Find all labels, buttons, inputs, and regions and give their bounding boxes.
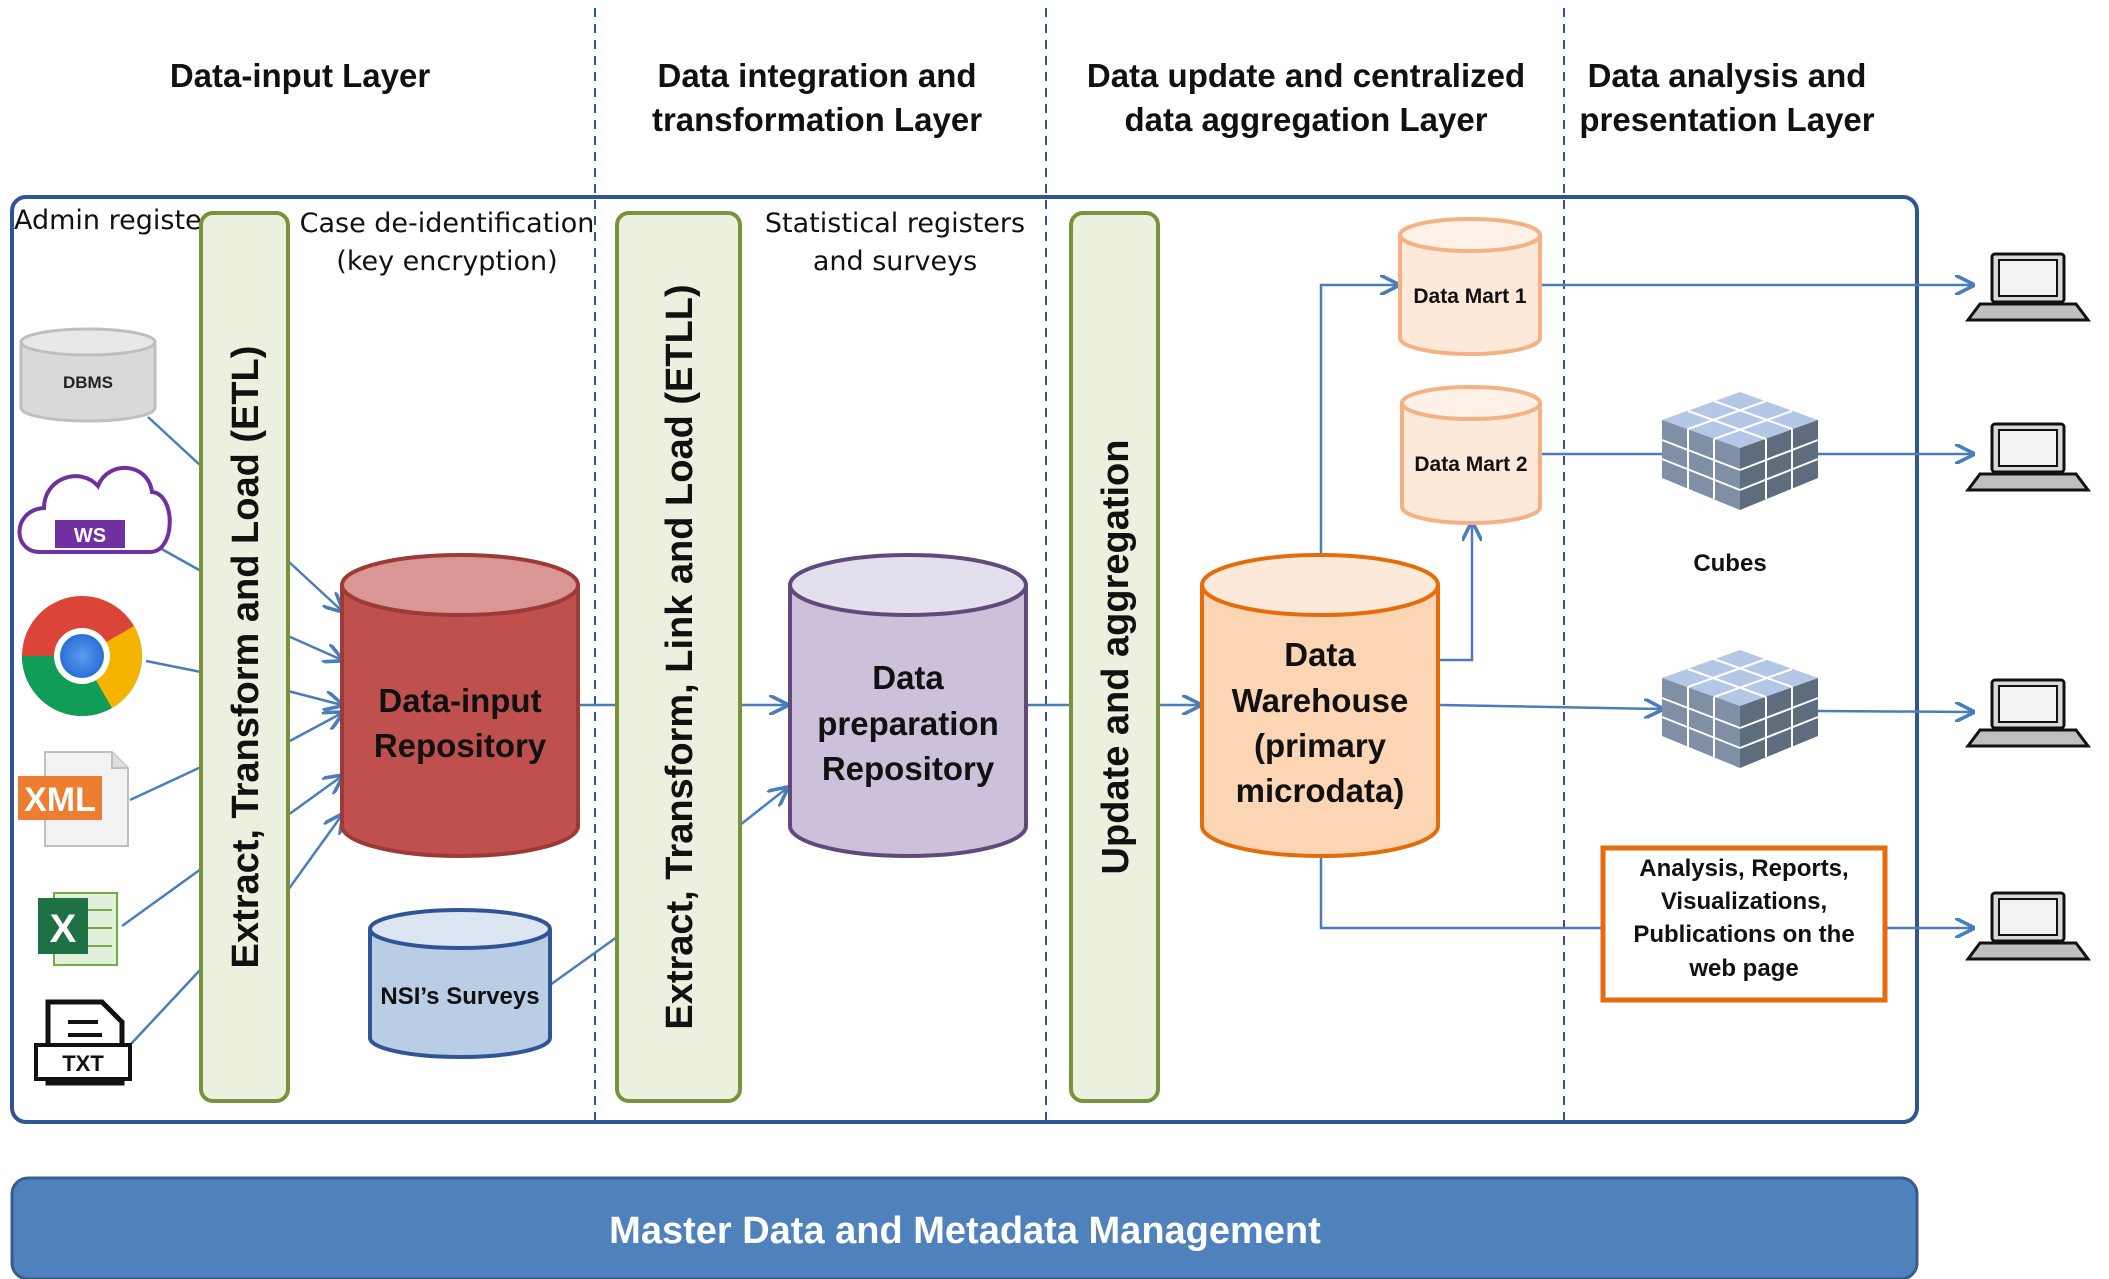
cube2-to-laptop-arrow — [1817, 711, 1973, 712]
data-preparation-repository: Data preparation Repository — [788, 553, 1028, 858]
input-repo-label-1: Data-input — [378, 682, 541, 719]
analysis-label-2: Visualizations, — [1661, 888, 1827, 915]
xml-file-icon: XML — [18, 751, 129, 847]
warehouse-label-1: Data — [1284, 636, 1356, 673]
cubes-label: Cubes — [1693, 550, 1766, 577]
dbms-icon: DBMS — [19, 327, 157, 423]
update-bar-label: Update and aggregation — [1095, 440, 1137, 875]
excel-file-icon: X — [38, 892, 118, 966]
nsi-to-etll-connector — [549, 935, 618, 987]
laptop-icon-4 — [1965, 891, 2091, 961]
statistical-registers-label-1: Statistical registers — [765, 208, 1025, 239]
master-data-banner: Master Data and Metadata Management — [10, 1176, 1919, 1279]
update-bar: Update and aggregation — [1069, 211, 1160, 1103]
source-connectors — [121, 416, 202, 1046]
etl-bar-label: Extract, Transform and Load (ETL) — [225, 346, 267, 969]
data-input-repository: Data-input Repository — [340, 553, 580, 858]
chrome-browser-icon — [21, 596, 143, 717]
analysis-label-4: web page — [1688, 955, 1798, 982]
olap-cube-icon-1 — [1661, 392, 1819, 510]
main-frame — [10, 195, 1919, 1124]
ws-label: WS — [74, 525, 106, 547]
admin-registers-label: Admin registers — [14, 205, 227, 236]
olap-cube-icon-2 — [1661, 650, 1819, 768]
etll-bar-label: Extract, Transform, Link and Load (ETLL) — [659, 284, 701, 1029]
warehouse-label-4: microdata) — [1236, 772, 1405, 809]
analysis-label-3: Publications on the — [1633, 921, 1854, 948]
txt-label: TXT — [62, 1051, 104, 1076]
analysis-label-1: Analysis, Reports, — [1639, 855, 1848, 882]
statistical-registers-label-2: and surveys — [813, 246, 977, 277]
web-service-cloud-icon: WS — [17, 466, 172, 554]
layer-title-integration-1: Data integration and — [657, 57, 976, 94]
deidentification-label-1: Case de-identification — [300, 208, 595, 239]
etl-to-input-arrows — [286, 560, 342, 891]
layer-title-integration-2: transformation Layer — [652, 101, 982, 138]
data-mart-1-label: Data Mart 1 — [1413, 285, 1527, 308]
data-mart-1: Data Mart 1 — [1398, 217, 1542, 356]
warehouse-to-mart2-arrow — [1440, 523, 1472, 662]
layer-title-update-2: data aggregation Layer — [1124, 101, 1487, 138]
layer-title-update-1: Data update and centralized — [1087, 57, 1525, 94]
warehouse-to-analysis-connector — [1319, 857, 1601, 930]
warehouse-label-3: (primary — [1254, 727, 1387, 764]
txt-file-icon: TXT — [34, 999, 132, 1086]
prep-repo-label-1: Data — [872, 659, 944, 696]
layer-title-analysis-2: presentation Layer — [1579, 101, 1874, 138]
excel-label: X — [50, 907, 77, 951]
layer-title-analysis-1: Data analysis and — [1588, 57, 1867, 94]
nsi-surveys-label: NSI’s Surveys — [380, 983, 539, 1010]
etll-to-prep-arrow-2 — [739, 788, 787, 826]
data-warehouse-repository: Data Warehouse (primary microdata) — [1200, 553, 1440, 858]
nsi-surveys-repository: NSI’s Surveys — [368, 908, 552, 1059]
laptop-icon-1 — [1965, 252, 2091, 322]
layer-title-data-input: Data-input Layer — [170, 57, 431, 94]
prep-repo-label-3: Repository — [822, 750, 995, 787]
laptop-icon-2 — [1965, 422, 2091, 492]
xml-label: XML — [24, 781, 96, 819]
master-data-banner-label: Master Data and Metadata Management — [609, 1210, 1321, 1252]
warehouse-label-2: Warehouse — [1232, 682, 1409, 719]
deidentification-label-2: (key encryption) — [336, 246, 557, 277]
warehouse-to-mart1-arrow — [1319, 285, 1398, 558]
etl-bar: Extract, Transform and Load (ETL) — [199, 211, 290, 1103]
etll-bar: Extract, Transform, Link and Load (ETLL) — [615, 211, 742, 1103]
data-mart-2: Data Mart 2 — [1400, 385, 1542, 525]
laptop-icon-3 — [1965, 678, 2091, 748]
ws-badge — [55, 520, 125, 548]
prep-repo-label-2: preparation — [817, 705, 999, 742]
data-mart-2-label: Data Mart 2 — [1414, 453, 1527, 476]
dbms-label: DBMS — [63, 373, 113, 392]
layer-dividers — [594, 8, 1565, 1122]
input-repo-label-2: Repository — [374, 727, 547, 764]
analysis-reports-box: Analysis, Reports, Visualizations, Publi… — [1600, 845, 1888, 1003]
warehouse-to-cube2-arrow — [1439, 705, 1662, 709]
